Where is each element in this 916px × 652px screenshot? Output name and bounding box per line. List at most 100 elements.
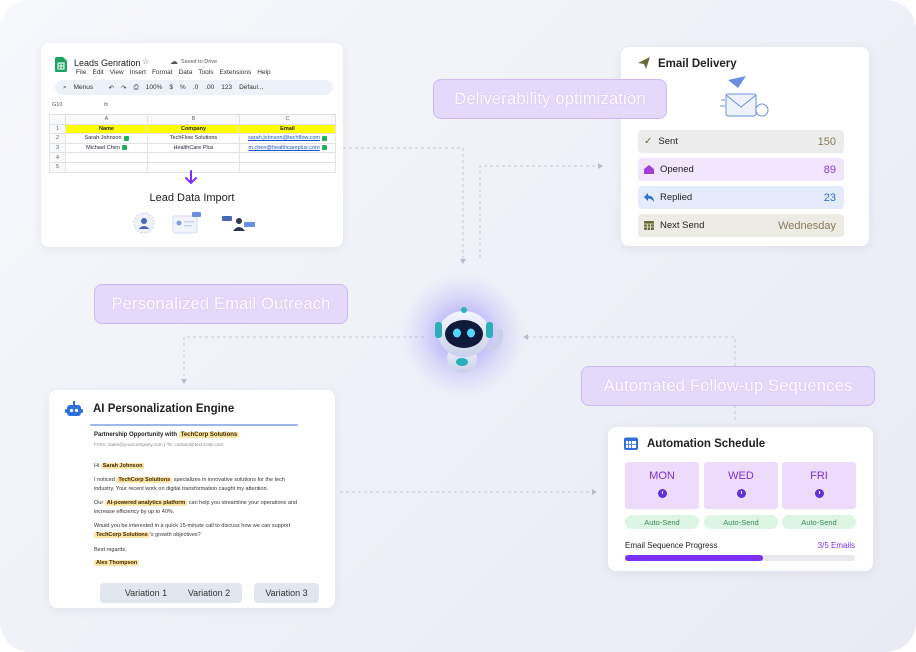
replied-value: 23 [823, 191, 836, 204]
opened-label: Opened [660, 164, 694, 175]
star-icon[interactable]: ☆ [142, 57, 150, 66]
delivery-row-replied: Replied 23 [638, 186, 844, 209]
calendar-grid-icon [644, 221, 654, 230]
menu-format[interactable]: Format [151, 69, 173, 76]
check-icon [121, 145, 127, 151]
font-select[interactable]: Defaul... [239, 84, 264, 91]
cell-name[interactable]: Sarah Johnson [84, 135, 122, 142]
email-paragraph-3: Would you be interested in a quick 15-mi… [94, 523, 291, 538]
menu-help[interactable]: Help [257, 69, 271, 76]
progress-label: Email Sequence Progress [625, 541, 718, 550]
email-greeting: Hi Sarah Johnson [94, 463, 145, 469]
variation-2-button[interactable]: Variation 2 [176, 583, 242, 603]
col-a[interactable]: A [65, 114, 148, 125]
sheet-title[interactable]: Leads Genration [74, 58, 141, 68]
delivery-row-next-send: Next Send Wednesday [638, 214, 844, 237]
email-signature: Alex Thompson [94, 559, 302, 568]
table-row: 2 Sarah Johnson TechFlow Solutions sarah.jo… [49, 133, 336, 144]
sheet-menu-bar: File Edit View Insert Format Data Tools … [76, 69, 271, 76]
menu-extensions[interactable]: Extensions [219, 69, 252, 76]
clock-icon [657, 489, 667, 498]
number-format-button[interactable]: 123 [221, 84, 233, 91]
day-fri[interactable]: FRI [782, 462, 856, 509]
email-meta: From: sales@yourcompany.com | To: contac… [94, 443, 224, 448]
check-icon: ✓ [644, 136, 653, 147]
email-regards: Best regards, [94, 547, 127, 553]
row-number: 2 [49, 133, 66, 144]
print-icon[interactable]: ⎙ [133, 83, 139, 91]
table-row: 5 [49, 161, 336, 173]
table-row: 4 [49, 152, 336, 163]
menu-insert[interactable]: Insert [129, 69, 146, 76]
variation-1-button[interactable]: Variation 1 [100, 583, 192, 603]
formula-bar: G10 fx [52, 102, 108, 108]
sent-label: Sent [658, 136, 678, 147]
followup-label: Automated Follow-up Sequences [581, 366, 875, 406]
search-icon[interactable]: ⌕ [63, 83, 67, 91]
row-number: 4 [49, 152, 66, 163]
next-send-value: Wednesday [778, 219, 836, 232]
menu-view[interactable]: View [109, 69, 124, 76]
menu-data[interactable]: Data [178, 69, 193, 76]
decimal-increase-button[interactable]: .00 [205, 84, 215, 91]
check-icon [321, 145, 327, 151]
name-tag: Sarah Johnson [100, 463, 145, 469]
schedule-title: Automation Schedule [647, 438, 766, 450]
progress-count: 3/5 Emails [817, 541, 855, 550]
auto-send-badge: Auto-Send [625, 515, 699, 529]
cell-email[interactable]: sarah.johnson@techflow.com [248, 135, 320, 142]
cell-email[interactable]: m.chen@healthcareplus.com [248, 145, 320, 152]
cell-company[interactable]: TechFlow Solutions [147, 133, 240, 144]
connector-sheet-robot [343, 147, 464, 260]
platform-tag: AI-powered analytics platform [104, 500, 188, 506]
clock-icon [814, 489, 824, 498]
saved-status: Saved to Drive [181, 59, 218, 65]
robot-small-icon [65, 401, 83, 416]
header-name[interactable]: Name [65, 123, 148, 135]
lead-import-label: Lead Data Import [149, 192, 235, 204]
variation-3-button[interactable]: Variation 3 [254, 583, 319, 603]
email-top-border [90, 424, 298, 426]
zoom-select[interactable]: 100% [145, 84, 163, 91]
row-number: 5 [49, 161, 66, 173]
percent-button[interactable]: % [180, 84, 186, 91]
next-send-label: Next Send [660, 220, 705, 231]
sheet-toolbar: ⌕ Menus ↶ ↷ ⎙ 100% $ % .0 .00 123 Defaul… [55, 80, 333, 95]
menu-edit[interactable]: Edit [92, 69, 104, 76]
company-tag: TechCorp Solutions [116, 477, 173, 483]
delivery-row-opened: Opened 89 [638, 158, 844, 181]
col-b[interactable]: B [147, 114, 240, 125]
envelope-open-icon [644, 165, 654, 174]
menus-search[interactable]: Menus [73, 84, 94, 91]
company-tag: TechCorp Solutions [94, 532, 150, 538]
paper-plane-icon [638, 57, 650, 69]
auto-send-badge: Auto-Send [782, 515, 856, 529]
team-icon [222, 216, 255, 231]
currency-button[interactable]: $ [169, 84, 173, 91]
cell-name[interactable]: Michael Chen [86, 145, 120, 152]
delivery-title: Email Delivery [658, 58, 737, 70]
personalization-card [49, 390, 335, 608]
clock-icon [736, 489, 746, 498]
col-c[interactable]: C [239, 114, 336, 125]
day-mon[interactable]: MON [625, 462, 699, 509]
header-email[interactable]: Email [239, 123, 336, 135]
arrow-down-icon [185, 170, 197, 185]
undo-icon[interactable]: ↶ [108, 84, 115, 92]
check-icon [123, 135, 129, 141]
email-subject: Partnership Opportunity with TechCorp So… [94, 432, 240, 438]
header-company[interactable]: Company [147, 123, 240, 135]
redo-icon[interactable]: ↷ [121, 84, 127, 92]
menu-tools[interactable]: Tools [198, 69, 214, 76]
cell-company[interactable]: HealthCare Plus [147, 142, 240, 154]
sheets-icon [55, 57, 67, 72]
menu-file[interactable]: File [76, 69, 87, 76]
decimal-decrease-button[interactable]: .0 [192, 84, 199, 91]
cloud-icon: ☁ [170, 57, 178, 66]
reply-icon [644, 193, 654, 202]
cell-ref[interactable]: G10 [52, 102, 63, 108]
delivery-row-sent: ✓ Sent 150 [638, 130, 844, 153]
day-wed[interactable]: WED [704, 462, 778, 509]
